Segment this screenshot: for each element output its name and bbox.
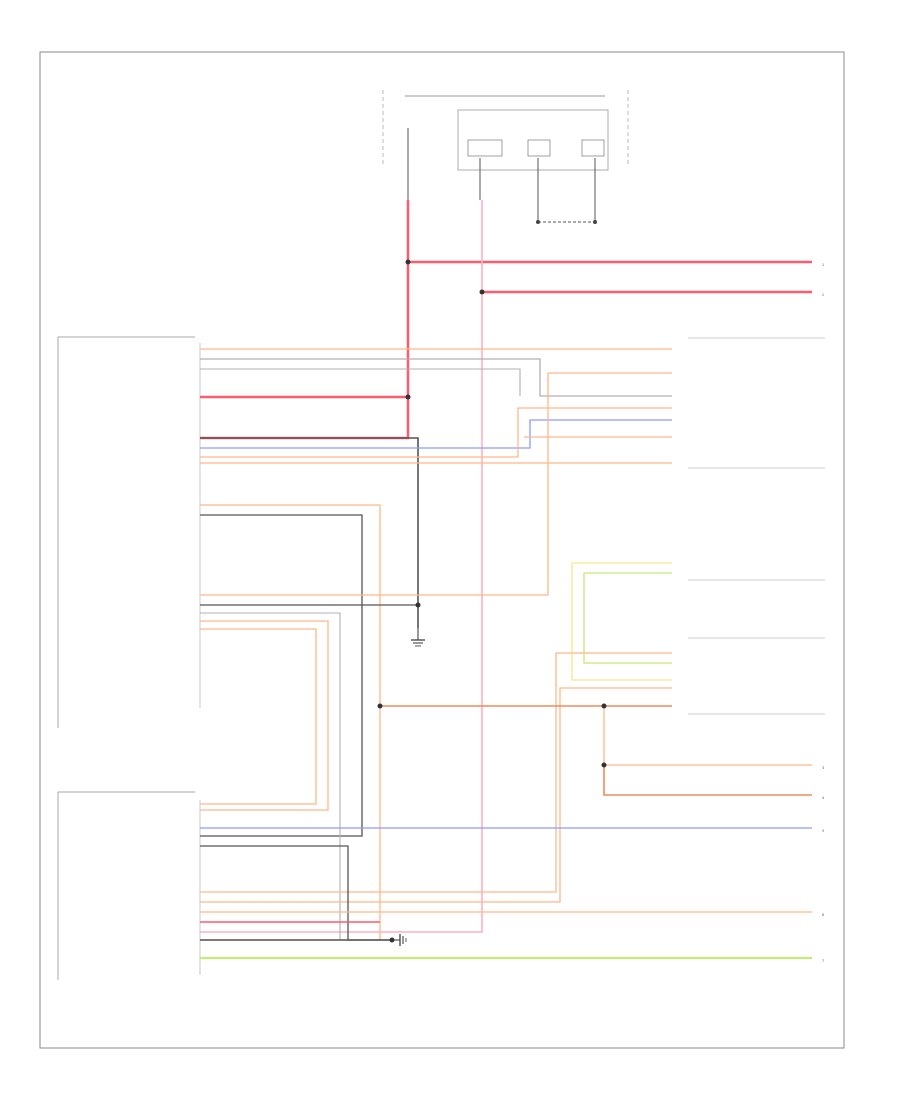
- wire-orange-5: [200, 504, 381, 941]
- top-connector-dot-2: [593, 220, 597, 224]
- left-module-a: [57, 336, 201, 728]
- top-connector-dot-1: [536, 220, 540, 224]
- splice-dot-1: [405, 259, 411, 265]
- offpage-marker-2: 2: [822, 293, 824, 297]
- wire-blue: [200, 419, 672, 449]
- offpage-marker-5: 5: [822, 829, 824, 833]
- wire-pink-vertical: [200, 200, 483, 933]
- left-module-b: [57, 791, 201, 980]
- wire-lightgreen: [583, 572, 672, 664]
- offpage-marker-3: 3: [822, 766, 824, 770]
- wire-black-ground: [200, 437, 419, 628]
- wire-black-4: [200, 845, 392, 941]
- wire-yellow: [571, 562, 672, 681]
- splice-dot-8: [377, 703, 383, 709]
- splice-dot-2: [479, 289, 485, 295]
- wire-orange-out-4: [603, 706, 812, 766]
- wire-layer: [200, 200, 812, 960]
- splice-dot-4: [415, 602, 421, 608]
- top-module: [382, 90, 629, 171]
- wire-orange-8: [200, 628, 317, 805]
- top-module-stubs: [407, 128, 597, 224]
- wire-gray-2: [200, 358, 672, 397]
- wire-black-2: [200, 514, 363, 837]
- offpage-marker-4: 4: [822, 796, 824, 800]
- wire-gray-4: [200, 612, 341, 940]
- wire-red-main-vertical: [200, 200, 410, 440]
- top-module-block-2: [527, 139, 551, 157]
- diagram-frame: [39, 51, 845, 1049]
- ground-symbol-2: [392, 934, 407, 946]
- wire-gray-3: [200, 368, 521, 396]
- ground-symbol-1: [411, 628, 425, 647]
- wire-orange-2: [200, 407, 672, 458]
- offpage-marker-7: 7: [822, 959, 824, 963]
- wire-red-out-5: [603, 765, 812, 796]
- top-module-block-1: [467, 139, 503, 157]
- splice-dot-6: [601, 762, 607, 768]
- right-connector-brackets: [688, 337, 825, 715]
- splice-dot-3: [405, 394, 411, 400]
- top-module-block-3: [581, 139, 605, 157]
- offpage-markers: 1 2 3 4 5 6 7: [822, 263, 824, 963]
- wire-orange-6: [200, 373, 549, 596]
- offpage-marker-6: 6: [822, 913, 824, 917]
- wire-orange-7: [200, 620, 329, 811]
- wire-orange-10: [200, 687, 672, 903]
- wire-orange-9: [200, 652, 672, 893]
- splice-dot-5: [601, 703, 607, 709]
- offpage-marker-1: 1: [822, 263, 824, 267]
- splices: [377, 259, 607, 946]
